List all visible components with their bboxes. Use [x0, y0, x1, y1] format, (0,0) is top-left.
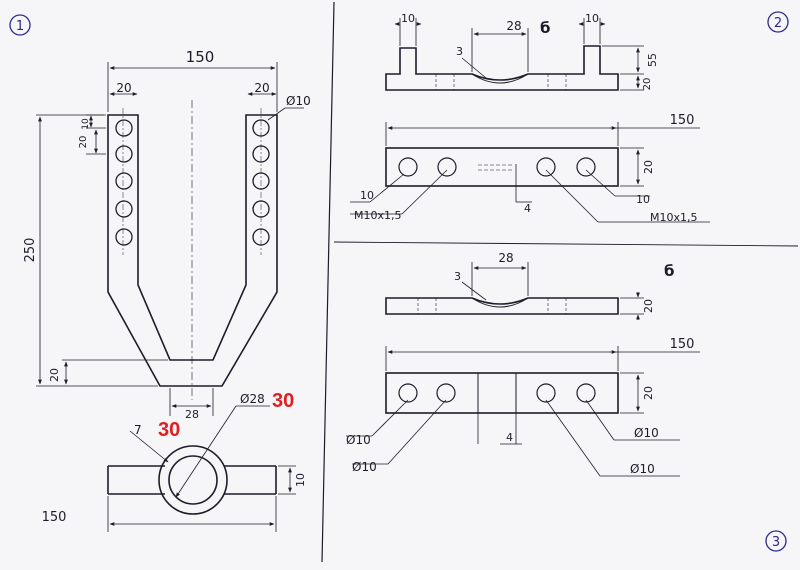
view2-dimension-lines — [350, 18, 710, 223]
dim-bottom-gap: 28 — [185, 408, 199, 421]
dim-height: 20 — [642, 299, 655, 313]
label-b: б — [540, 19, 550, 37]
dim-hole-diameter: Ø10 — [286, 94, 311, 108]
sheet-number-3: 3 — [765, 530, 787, 552]
thread-left: M10x1,5 — [354, 209, 402, 222]
dim-bottom-thickness: 20 — [48, 368, 61, 382]
dim-bar-length: 150 — [42, 510, 67, 525]
dim-base-height: 20 — [642, 78, 653, 91]
view1-holes-right — [252, 119, 270, 246]
dim-hole-right: 10 — [636, 193, 650, 206]
groove — [471, 73, 529, 84]
hole — [576, 157, 596, 177]
hole — [398, 157, 418, 177]
dim-length: 150 — [670, 337, 695, 352]
view3-dimension-lines — [346, 262, 700, 477]
dim-slot: 4 — [524, 202, 531, 215]
view2-top-view — [385, 147, 619, 187]
hole — [252, 119, 270, 137]
dim-right-post: 10 — [585, 12, 599, 25]
u-bracket-outline — [107, 114, 278, 387]
dim-left-post: 10 — [401, 12, 415, 25]
dim-post-height: 55 — [646, 53, 659, 67]
dim-width: 20 — [642, 386, 655, 400]
hole-label-3: Ø10 — [634, 426, 659, 440]
dim-length: 150 — [670, 113, 695, 128]
dim-bar-height: 10 — [294, 473, 307, 487]
dim-ring-wall: 7 — [134, 423, 142, 437]
hole — [398, 383, 418, 403]
sheet-horizontal-divider — [333, 241, 799, 247]
sheet-vertical-divider — [321, 1, 335, 563]
svg-text:2: 2 — [774, 16, 782, 31]
hole — [576, 383, 596, 403]
ring-outer — [158, 445, 228, 515]
dim-right-arm: 20 — [254, 81, 269, 95]
dim-slot: 4 — [506, 431, 513, 444]
dim-hole-left: 10 — [360, 189, 374, 202]
dim-groove: 28 — [498, 251, 513, 265]
hole — [536, 383, 556, 403]
hole — [115, 200, 133, 218]
view3-side-view — [385, 297, 619, 315]
view2-side-view — [385, 45, 619, 91]
svg-text:1: 1 — [16, 19, 24, 34]
dim-groove-depth: 3 — [454, 270, 461, 283]
dim-groove-depth: 3 — [456, 45, 463, 58]
dim-ring-inner: Ø28 — [240, 392, 265, 406]
dim-first-hole: 10 — [81, 118, 91, 130]
hole-label-4: Ø10 — [630, 462, 655, 476]
hole — [252, 172, 270, 190]
ring-inner — [168, 455, 218, 505]
dim-width: 20 — [642, 160, 655, 174]
sheet-number-2: 2 — [767, 11, 789, 33]
groove — [471, 297, 529, 308]
hole — [115, 145, 133, 163]
bar-top — [385, 147, 619, 187]
hole — [536, 157, 556, 177]
dim-height: 250 — [23, 238, 38, 263]
svg-text:3: 3 — [772, 535, 780, 550]
hole-label-1: Ø10 — [346, 433, 371, 447]
bar-profile — [385, 45, 619, 91]
view1-holes-left — [115, 119, 133, 246]
dim-groove: 28 — [506, 19, 521, 33]
red-label-right: 30 — [272, 390, 294, 412]
dim-overall-width: 150 — [186, 48, 215, 66]
view1-dimension-lines — [36, 62, 304, 416]
bar-top — [385, 372, 619, 414]
hole — [252, 145, 270, 163]
label-b: б — [664, 262, 674, 280]
hole-label-2: Ø10 — [352, 460, 377, 474]
bar-left — [107, 465, 165, 495]
dim-left-arm: 20 — [116, 81, 131, 95]
hole — [252, 228, 270, 246]
bar-profile — [385, 297, 619, 315]
hole — [437, 157, 457, 177]
bar-right — [224, 465, 277, 495]
view1-ring-bar — [107, 445, 277, 515]
hole — [115, 228, 133, 246]
view1-u-bracket — [107, 100, 278, 400]
red-label-left: 30 — [158, 419, 180, 441]
hole — [115, 119, 133, 137]
hole — [115, 172, 133, 190]
dim-hole-pitch: 20 — [78, 136, 89, 149]
hole — [252, 200, 270, 218]
thread-right: M10x1,5 — [650, 211, 698, 224]
view3-top-view — [385, 372, 619, 414]
ring-dimension-lines — [107, 405, 296, 532]
hole — [436, 383, 456, 403]
sheet-number-1: 1 — [9, 14, 31, 36]
